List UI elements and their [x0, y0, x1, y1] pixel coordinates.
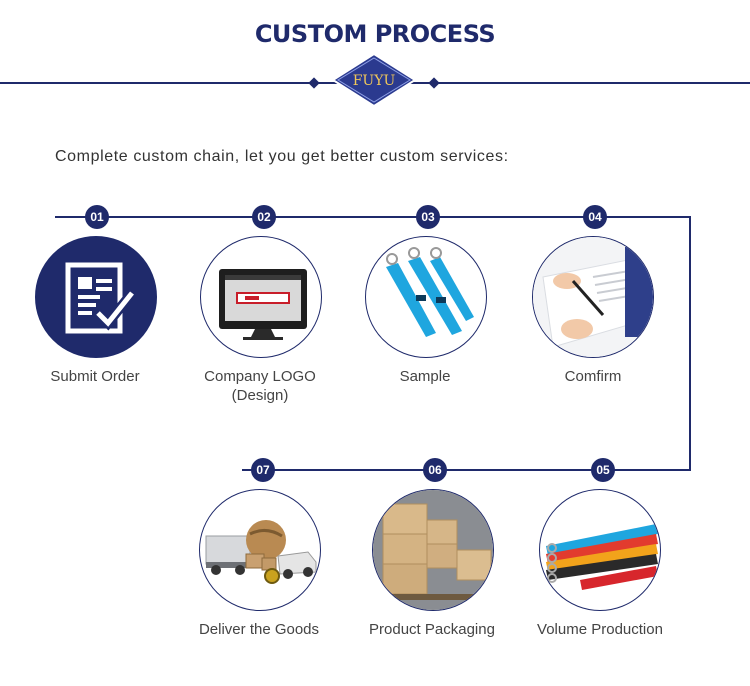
- step-07-circle: [199, 489, 321, 611]
- order-form-icon: [65, 262, 136, 334]
- step-label-sub: (Design): [231, 387, 289, 404]
- step-05-circle: [539, 489, 661, 611]
- step-number-01: 01: [85, 205, 109, 229]
- step-number-07: 07: [251, 458, 275, 482]
- step-number-06: 06: [423, 458, 447, 482]
- step-label: Company LOGO: [204, 368, 316, 385]
- logo-text: FUYU: [353, 73, 396, 89]
- step-number-03: 03: [416, 205, 440, 229]
- step-03-circle: [365, 236, 487, 358]
- step-label: Deliver the Goods: [198, 621, 320, 638]
- step-label: Volume Production: [537, 621, 663, 638]
- boxes-warehouse-icon: [373, 490, 493, 610]
- intro-text: Complete custom chain, let you get bette…: [55, 148, 509, 165]
- step-number-02: 02: [252, 205, 276, 229]
- step-number-04: 04: [583, 205, 607, 229]
- lanyards-stack-icon: [546, 524, 658, 590]
- step-04-circle: [532, 236, 654, 358]
- step-label: Submit Order: [50, 368, 140, 385]
- brand-logo: FUYU: [331, 52, 417, 108]
- step-label: Comfirm: [564, 368, 622, 385]
- monitor-icon: [219, 269, 307, 340]
- signing-document-icon: [533, 237, 653, 357]
- step-label: Product Packaging: [369, 621, 495, 638]
- step-number-05: 05: [591, 458, 615, 482]
- step-06-circle: [372, 489, 494, 611]
- step-02-circle: [200, 236, 322, 358]
- page-title: CUSTOM PROCESS: [254, 20, 496, 48]
- delivery-icon: [205, 520, 317, 584]
- step-label: Sample: [399, 368, 451, 385]
- step-01-circle: [35, 236, 157, 358]
- lanyard-sample-icon: [386, 247, 474, 337]
